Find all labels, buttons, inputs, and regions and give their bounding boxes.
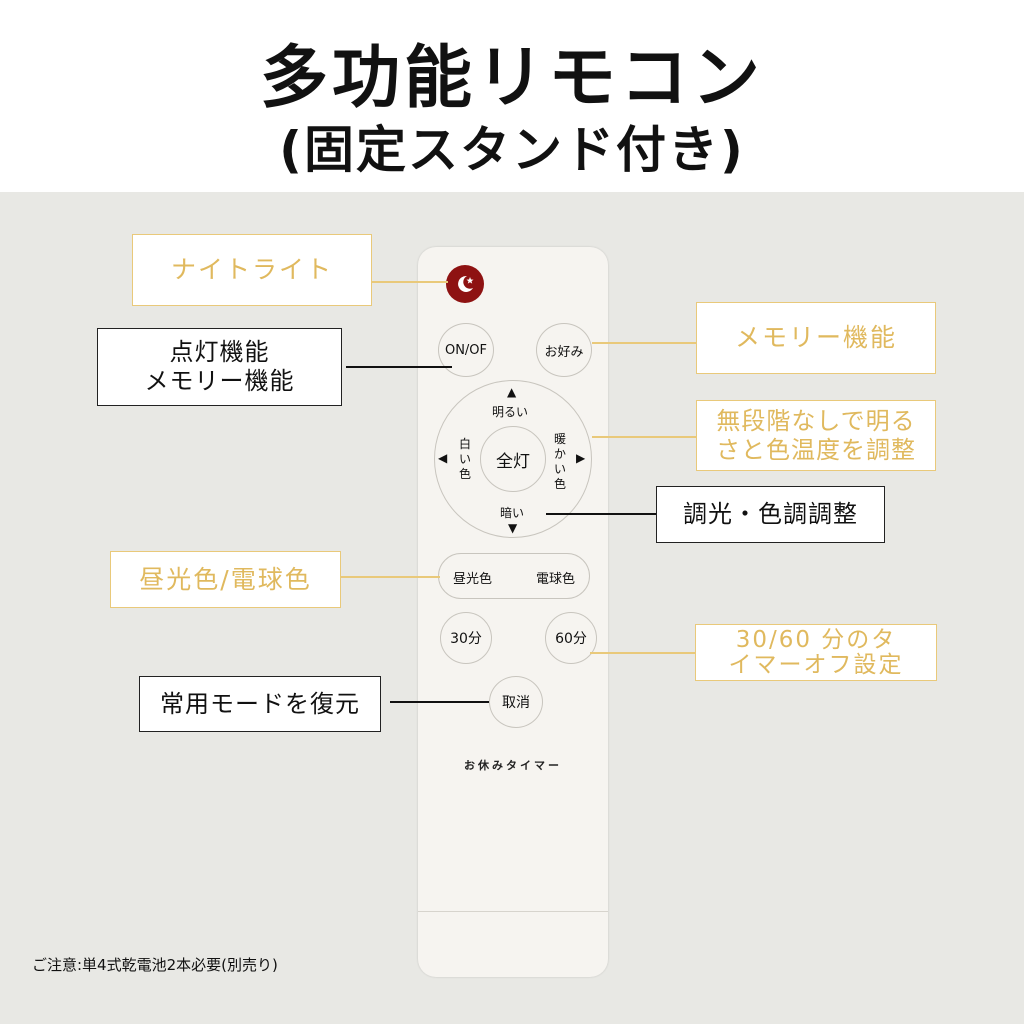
favorite-button[interactable]: お好み [536,323,592,377]
timer-30-button[interactable]: 30分 [440,612,492,664]
dark-label[interactable]: 暗い [500,506,525,520]
color-adjust-label: 調光・色調調整 [656,486,885,543]
dimming-line2: さと色温度を調整 [716,435,916,464]
bulb-color-label[interactable]: 電球色 [536,572,576,587]
daylight-label[interactable]: 昼光色 [453,572,493,587]
night-light-button[interactable] [446,265,484,303]
timer-off-line1: 30/60 分のタ [735,627,897,654]
dimming-line1: 無段階なしで明る [716,406,916,435]
timer-60-button[interactable]: 60分 [545,612,597,664]
on-off-button[interactable]: ON/OF [438,323,494,377]
favorite-connector [592,342,696,344]
color-mode-connector [341,576,440,578]
battery-notice: ご注意:単4式乾電池2本必要(別売り) [32,956,278,974]
dimming-label: 無段階なしで明る さと色温度を調整 [696,400,936,471]
moon-star-icon [458,275,474,292]
night-light-connector [372,281,448,283]
timer-off-label: 30/60 分のタ イマーオフ設定 [695,624,937,681]
on-off-connector [346,366,452,368]
arrow-right-icon[interactable]: ▶ [576,451,586,465]
page-title: 多功能リモコン [259,39,764,118]
remote-divider [418,911,608,912]
color-mode-button[interactable]: 昼光色 電球色 [438,553,590,599]
arrow-down-icon[interactable]: ▼ [508,521,518,535]
restore-mode-label: 常用モードを復元 [139,676,381,732]
lighting-memory-line2: メモリー機能 [144,367,295,395]
warm-color-label[interactable]: 暖かい色 [553,432,566,491]
full-light-button[interactable]: 全灯 [480,426,546,492]
white-color-label[interactable]: 白い色 [458,437,471,481]
cancel-button[interactable]: 取消 [489,676,543,728]
timer-off-line2: イマーオフ設定 [728,651,904,678]
cancel-connector [390,701,489,703]
timer-connector [590,652,695,654]
sleep-timer-label: お休みタイマー [464,759,562,772]
page-subtitle: (固定スタンド付き) [279,121,745,179]
dimming-connector [592,436,696,438]
lighting-memory-label: 点灯機能 メモリー機能 [97,328,342,406]
memory-function-label: メモリー機能 [696,302,936,374]
arrow-up-icon[interactable]: ▲ [507,385,517,399]
night-light-label: ナイトライト [132,234,372,306]
title-area: 多功能リモコン (固定スタンド付き) [0,0,1024,192]
color-mode-label: 昼光色/電球色 [110,551,341,608]
lighting-memory-line1: 点灯機能 [169,338,270,367]
color-adjust-connector [546,513,656,515]
arrow-left-icon[interactable]: ◀ [438,451,448,465]
bright-label[interactable]: 明るい [492,405,529,419]
